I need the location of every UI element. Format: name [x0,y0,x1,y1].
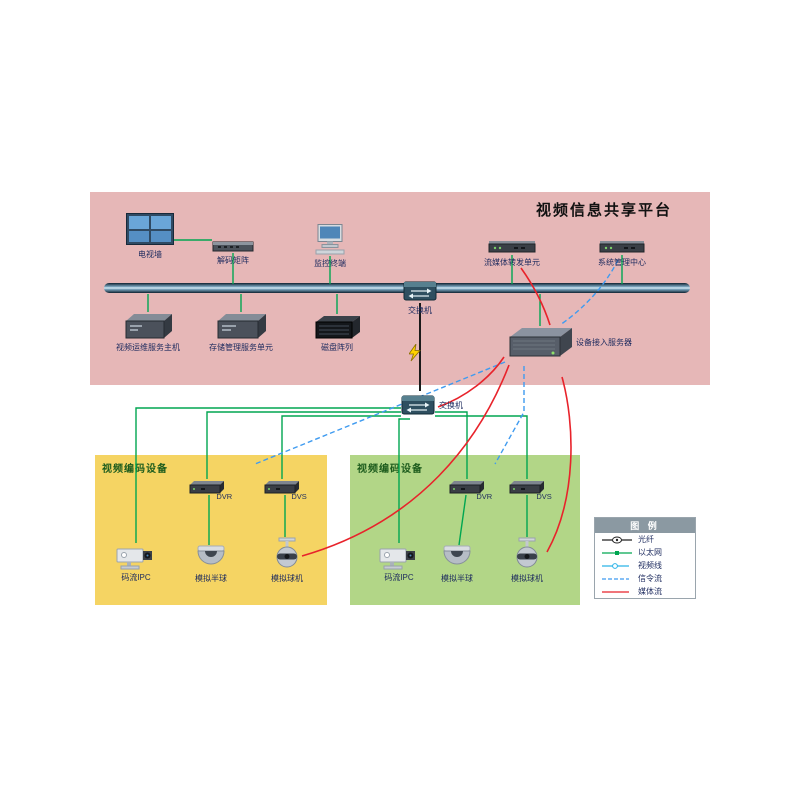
legend: 图 例 光纤 以太网 视频线 [594,517,696,599]
tv-wall-label: 电视墙 [138,250,162,259]
ipc-right-label: 码流IPC [384,573,414,582]
ipc-camera-icon [379,548,415,570]
node-core-switch: 交换机 [403,277,437,316]
dome-right-label: 模拟半球 [441,574,473,583]
ball-left-label: 模拟球机 [271,574,303,583]
decoder-matrix-icon [212,241,254,252]
signal-line-sample [602,577,629,580]
ptz-camera-icon [516,537,538,568]
legend-label-video: 视频线 [638,561,662,570]
monitor-terminal-icon [315,224,345,255]
dvr-right-icon [449,481,484,494]
core-switch-icon [403,281,437,301]
access-server-icon [509,328,572,357]
legend-item-fiber: 光纤 [595,533,695,546]
legend-label-ethernet: 以太网 [638,548,662,557]
ethernet-line-sample [602,550,632,555]
ptz-camera-icon [276,537,298,568]
encoding-zone-right-title: 视频编码设备 [357,464,423,475]
disk-array-icon [315,316,360,339]
node-ipc-right: 码流IPC [377,543,421,583]
legend-label-media: 媒体流 [638,587,662,596]
node-ball-left: 模拟球机 [267,537,307,584]
tv-wall-icon [126,213,174,245]
node-dvs-right: DVS [509,479,552,501]
aggregation-switch-icon [401,395,435,415]
dvs-right-icon [509,481,544,494]
node-ball-right: 模拟球机 [507,537,547,584]
dvs-left-label: DVS [291,491,307,501]
legend-item-signal: 信令流 [595,572,695,585]
dvr-right-label: DVR [476,491,493,501]
dvs-left-icon [264,481,299,494]
node-dome-left: 模拟半球 [191,545,231,584]
storage-mgmt-unit-label: 存储管理服务单元 [209,343,273,352]
access-server-label: 设备接入服务器 [576,337,632,347]
legend-item-media: 媒体流 [595,585,695,598]
system-mgmt-center-icon [599,241,645,253]
node-dvs-left: DVS [264,479,307,501]
stream-forward-unit-icon [488,241,536,253]
node-disk-array: 磁盘阵列 [314,314,360,353]
dome-left-label: 模拟半球 [195,574,227,583]
legend-item-ethernet: 以太网 [595,546,695,559]
node-monitor-terminal: 监控终端 [312,224,348,269]
dome-camera-icon [197,545,225,565]
fiber-line-sample [602,536,632,543]
dvs-right-label: DVS [536,491,552,501]
dvr-left-label: DVR [216,491,233,501]
dvr-left-icon [189,481,224,494]
video-line-sample [602,562,629,569]
disk-array-label: 磁盘阵列 [321,343,353,352]
node-aggregation-switch: 交换机 [401,391,463,417]
encoding-zone-left-title: 视频编码设备 [102,464,168,475]
system-mgmt-center-label: 系统管理中心 [598,258,646,267]
legend-label-signal: 信令流 [638,574,662,583]
legend-label-fiber: 光纤 [638,535,654,544]
node-stream-forward-unit: 流媒体转发单元 [484,237,540,268]
monitor-terminal-label: 监控终端 [314,259,346,268]
node-storage-mgmt-unit: 存储管理服务单元 [209,312,273,353]
signal-flow-lines [254,259,619,465]
node-decoder-matrix: 解码矩阵 [212,237,254,266]
node-dvr-left: DVR [189,479,232,501]
ethernet-lines [135,239,623,546]
node-video-ops-host: 视频运维服务主机 [116,312,180,353]
backbone-bus [104,283,690,293]
node-access-server: 设备接入服务器 [508,326,632,358]
ball-right-label: 模拟球机 [511,574,543,583]
encoding-zone-left: 视频编码设备 [95,455,327,605]
ipc-left-label: 码流IPC [121,573,151,582]
node-system-mgmt-center: 系统管理中心 [598,237,646,268]
node-dvr-right: DVR [449,479,492,501]
diagram-title: 视频信息共享平台 [536,202,673,219]
stream-forward-unit-label: 流媒体转发单元 [484,258,540,267]
lightning-icon [408,343,421,367]
core-switch-label: 交换机 [408,306,432,315]
aggregation-switch-label: 交换机 [439,400,463,410]
storage-mgmt-unit-icon [217,314,266,339]
decoder-matrix-label: 解码矩阵 [217,256,249,265]
node-dome-right: 模拟半球 [437,545,477,584]
ipc-camera-icon [116,548,152,570]
node-tv-wall: 电视墙 [126,213,174,260]
node-ipc-left: 码流IPC [114,543,158,583]
legend-title: 图 例 [595,518,695,533]
video-ops-host-label: 视频运维服务主机 [116,343,180,352]
legend-item-video: 视频线 [595,559,695,572]
video-ops-host-icon [125,314,172,339]
media-line-sample [602,590,629,593]
encoding-zone-right: 视频编码设备 [350,455,580,605]
media-flow-lines [301,267,572,557]
dome-camera-icon [443,545,471,565]
